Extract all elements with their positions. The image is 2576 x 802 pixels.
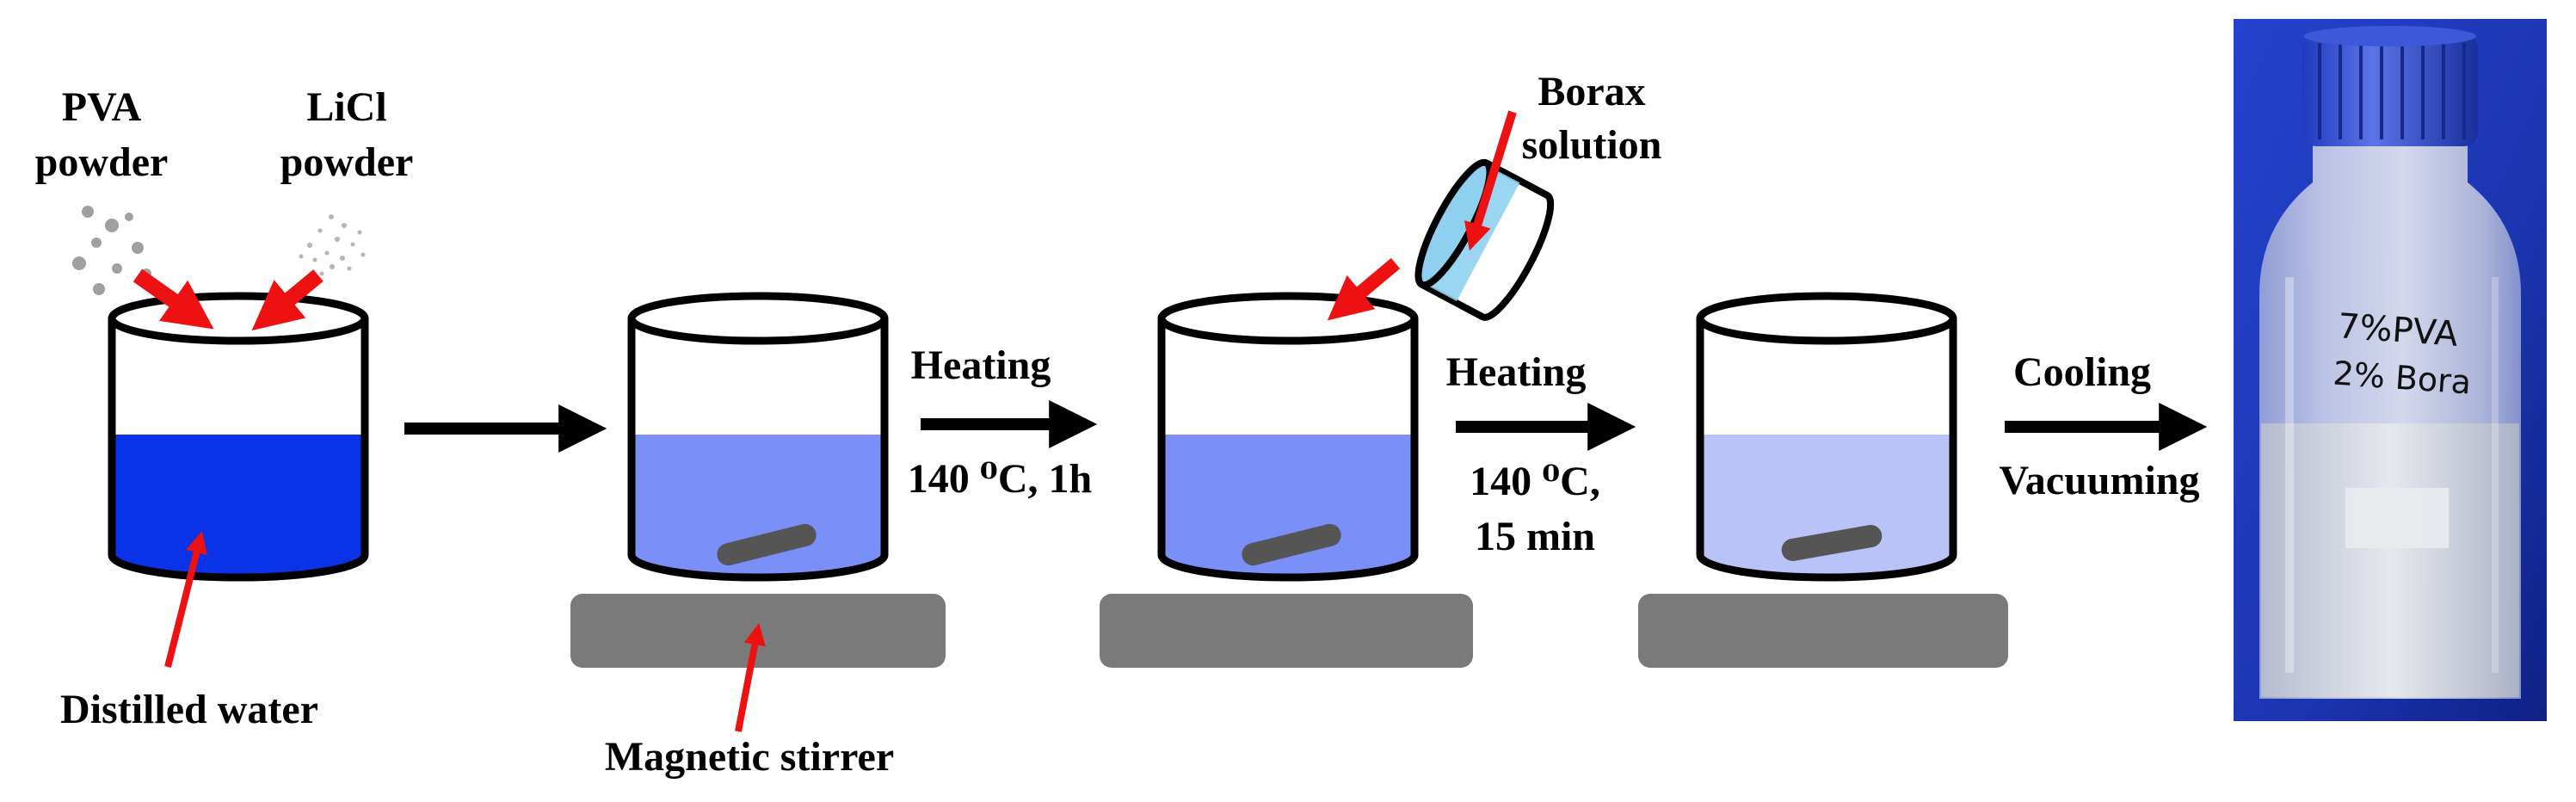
- heating-2-label: Heating: [1446, 349, 1587, 395]
- stirrer-plate-3: [1638, 594, 2008, 668]
- vacuuming-label: Vacuuming: [2000, 458, 2200, 503]
- distilled-water-label: Distilled water: [60, 687, 318, 732]
- beaker-1-distilled-water: [108, 292, 369, 582]
- cooling-label: Cooling: [2013, 349, 2151, 395]
- borax-label-pointer-arrow: [1464, 110, 1517, 251]
- heating-1-label: Heating: [911, 342, 1051, 388]
- beaker-2-pva-licl-solution: [627, 292, 889, 582]
- stir-bar-1: [717, 523, 817, 566]
- water-pointer-arrow: [164, 531, 207, 668]
- stirrer-pointer-arrow: [735, 622, 766, 732]
- stir-bar-3: [1781, 525, 1883, 561]
- borax-cup: [1414, 158, 1555, 321]
- stirrer-plate-1: [570, 594, 946, 668]
- bottle-marking-line-1: 7%PVA: [2337, 306, 2460, 355]
- stirrer-plate-2: [1100, 594, 1473, 668]
- pva-pointer-arrow: [132, 268, 214, 330]
- heating-2-condition: 140 ⁰C,15 min: [1470, 459, 1600, 559]
- stir-bar-2: [1242, 523, 1341, 566]
- beaker-3-solution: [1157, 292, 1419, 582]
- borax-pour-arrow: [1327, 257, 1401, 321]
- licl-powder-particles: [299, 214, 366, 276]
- magnetic-stirrer-label: Magnetic stirrer: [605, 734, 894, 780]
- licl-pointer-arrow: [251, 269, 324, 331]
- heating-1-condition: 140 ⁰C, 1h: [908, 456, 1092, 502]
- product-photo: 7%PVA 2% Bora: [2234, 19, 2547, 721]
- beaker-4-hydrogel-solution: [1696, 292, 1957, 582]
